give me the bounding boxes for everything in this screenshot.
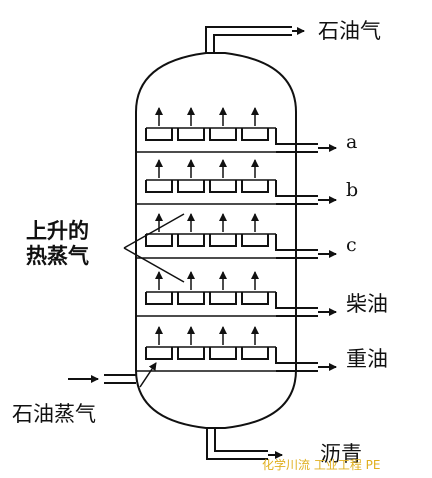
bottom-outlet-pipe [206, 428, 283, 460]
tray [136, 179, 318, 205]
side-product-label: c [346, 234, 357, 256]
side-product-label: a [346, 131, 358, 153]
bottom-product-label: 沥青 [320, 442, 362, 466]
side-product-label: b [346, 179, 359, 201]
feed-label: 石油蒸气 [12, 402, 96, 426]
tray [136, 346, 318, 372]
top-outlet-pipe [205, 26, 305, 53]
top-product-label: 石油气 [318, 19, 381, 43]
rising-vapor-pointers [123, 213, 185, 283]
side-product-label: 柴油 [346, 292, 388, 316]
tray [136, 233, 318, 259]
feed-inlet-pipe [68, 362, 157, 388]
tray [136, 291, 318, 317]
rising-vapor-label: 上升的 热蒸气 [26, 218, 89, 268]
watermark-text: 化学川流 工业工程 PE [262, 458, 381, 472]
tray [136, 127, 318, 153]
side-product-label: 重油 [346, 347, 388, 371]
